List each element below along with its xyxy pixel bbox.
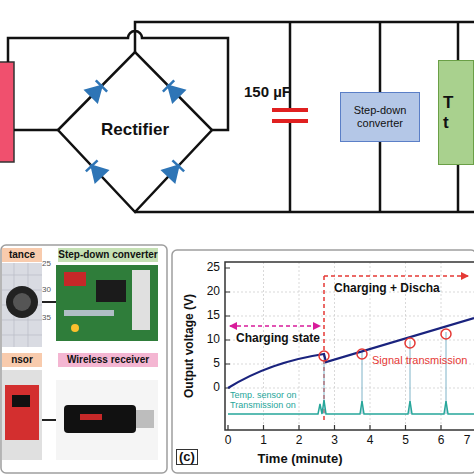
capacitor-photo [2,263,42,347]
axis-tick: 7 [464,434,471,447]
phase-label: Charging state [236,332,320,345]
axis-tick: 10 [198,333,220,346]
photo-caption: Step-down converter [58,248,158,262]
charging-arrow [230,325,320,327]
axis-tick: 0 [198,381,220,394]
annotation: Transmission on [230,401,296,411]
axis-tick: 3 [331,434,338,447]
capacitance-value: 150 µF [244,84,291,101]
ruler-number: 35 [42,314,51,323]
receiver-photo [56,380,158,460]
node-text: Rectifier [101,120,169,140]
annotation: Temp. sensor on [230,391,297,401]
process-box: Tt [438,60,474,165]
converter-board-photo [56,265,158,341]
axis-tick: 5 [402,434,409,447]
node-text: Wireless receiver [67,354,149,366]
signal-trace [228,400,474,414]
photo-caption: nsor [2,353,42,367]
axis-tick: 6 [438,434,445,447]
ruler-number: 25 [42,260,51,269]
node-text: Step-down converter [341,104,419,129]
node-text: nsor [11,354,33,366]
photo-caption: Wireless receiver [58,353,158,367]
axis-title: Time (minute) [258,452,343,466]
phase-arrow [324,275,468,277]
phase-label: Charging + Discha [334,282,440,295]
axis-title: Output voltage (V) [183,294,196,398]
ruler-number: 30 [42,286,51,295]
plot-frame [225,262,474,430]
photo-caption: tance [2,248,42,262]
node-text: T [443,93,453,113]
node-text: Step-down converter [58,249,157,261]
process-box: Step-down converter [340,92,420,142]
voltage-curve [228,318,474,388]
node-text: tance [9,249,35,261]
axis-tick: 0 [225,434,232,447]
grid-lines [225,262,474,430]
rectifier-label-box: Rectifier [92,114,178,146]
chart-panel [172,250,474,473]
circuit-wires [8,22,474,212]
axis-tick: 20 [198,285,220,298]
axis-tick: 1 [260,434,267,447]
axis-tick: 15 [198,309,220,322]
node-text: t [443,113,449,133]
axis-tick: 25 [198,261,220,274]
axis-tick: 2 [296,434,303,447]
annotation: Signal transmission [372,354,467,366]
sensor-photo [2,370,42,460]
photo-link-lines [42,302,56,420]
capacitor-symbol [272,110,308,121]
panel-letter: (c) [176,449,198,465]
diode-symbols [86,80,184,181]
axis-tick: 4 [367,434,374,447]
photo-panel [1,245,167,473]
axis-tick: 5 [198,357,220,370]
source-box [0,62,14,162]
